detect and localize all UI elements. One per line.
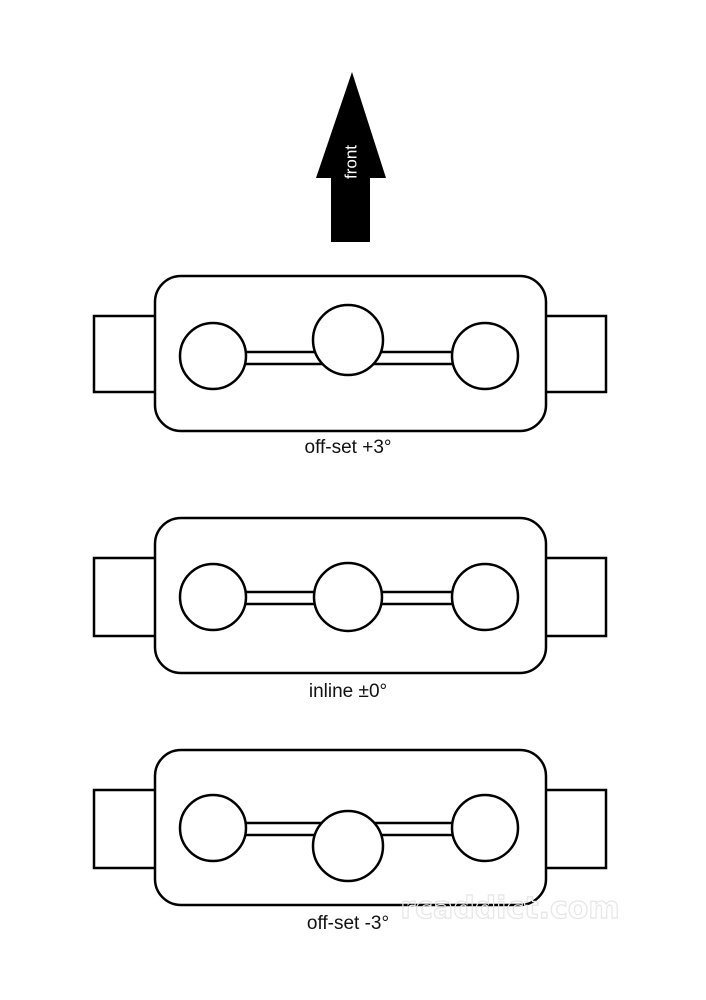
front-arrow-label: front [341, 145, 360, 179]
layout-label: off-set +3° [305, 437, 392, 458]
piston-center [311, 809, 385, 883]
piston-right [450, 321, 520, 391]
right-mount-tab [540, 556, 608, 638]
crank-layout-offset-plus: off-set +3° [92, 274, 608, 458]
left-mount-tab [92, 788, 160, 870]
piston-right [450, 793, 520, 863]
front-arrow-shape [316, 72, 386, 242]
layout-label: inline ±0° [309, 681, 387, 702]
left-mount-tab [92, 314, 160, 394]
layout-label: off-set -3° [307, 913, 389, 934]
piston-left [178, 562, 248, 632]
piston-center [312, 561, 384, 633]
right-mount-tab [540, 788, 608, 870]
left-mount-tab [92, 556, 160, 638]
piston-left [178, 321, 248, 391]
watermark: rcaddict.com [400, 891, 619, 926]
crank-layout-offset-minus: off-set -3° [92, 748, 608, 934]
piston-right [450, 562, 520, 632]
piston-left [178, 793, 248, 863]
crank-layout-inline: inline ±0° [92, 516, 608, 702]
right-mount-tab [540, 314, 608, 394]
piston-center [311, 303, 385, 377]
front-arrow: front [316, 72, 386, 242]
